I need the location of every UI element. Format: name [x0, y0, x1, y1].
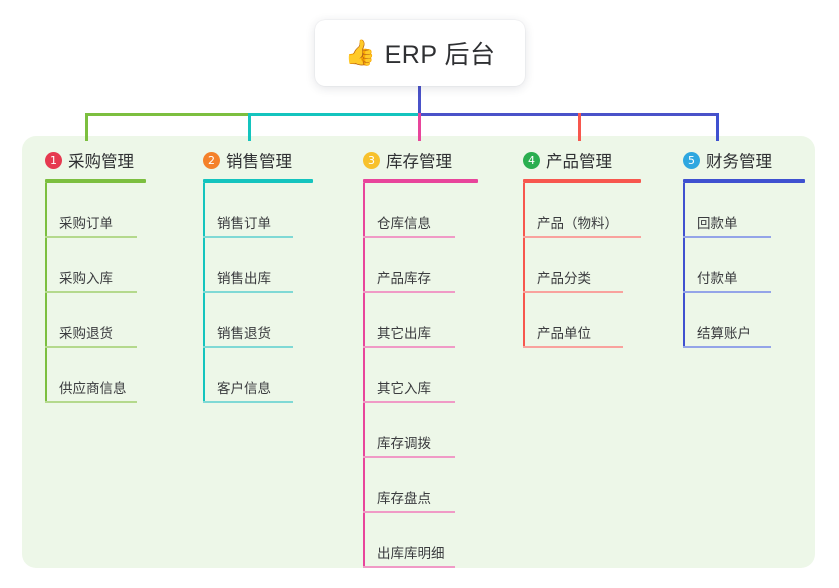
branch-leaf-rule — [683, 291, 771, 293]
branch-leaf-label: 结算账户 — [697, 326, 751, 341]
branch-title-label: 采购管理 — [68, 153, 134, 171]
branch-leaf-rule — [363, 401, 455, 403]
branch-leaf-rule — [363, 346, 455, 348]
branch-drop-line-2 — [248, 113, 251, 141]
branch-number-badge: 3 — [363, 151, 380, 169]
branch-leaf-rule — [45, 401, 137, 403]
branch-header-采购管理[interactable]: 1 采购管理 — [45, 148, 134, 172]
branch-leaf-label: 采购订单 — [59, 216, 113, 231]
branch-leaf-rule — [683, 236, 771, 238]
root-stem-line — [418, 86, 421, 114]
branch-leaf-rule — [203, 346, 293, 348]
branch-leaf-label: 供应商信息 — [59, 381, 127, 396]
branch-drop-line-5 — [716, 113, 719, 141]
bus-segment-teal — [248, 113, 420, 116]
branch-column-5: 5 财务管理回款单付款单结算账户 — [683, 148, 805, 348]
branch-leaf-rule — [683, 346, 771, 348]
branch-leaf-label: 客户信息 — [217, 381, 271, 396]
thumbs-up-icon: 👍 — [344, 38, 376, 67]
branch-leaf-rule — [523, 236, 641, 238]
bus-segment-green — [85, 113, 248, 116]
branch-leaf-rule — [363, 291, 455, 293]
branch-column-2: 2 销售管理销售订单销售出库销售退货客户信息 — [203, 148, 313, 403]
branch-leaf-rule — [45, 236, 137, 238]
branch-header-rule — [683, 179, 805, 183]
branch-leaf-label: 销售出库 — [217, 271, 271, 286]
branch-header-销售管理[interactable]: 2 销售管理 — [203, 148, 292, 172]
branch-leaf-rule — [363, 236, 455, 238]
branch-column-1: 1 采购管理采购订单采购入库采购退货供应商信息 — [45, 148, 146, 403]
branch-header-财务管理[interactable]: 5 财务管理 — [683, 148, 772, 172]
branch-title-label: 库存管理 — [386, 153, 452, 171]
branch-leaf-label: 销售订单 — [217, 216, 271, 231]
branch-leaf-rule — [363, 566, 455, 568]
branch-drop-line-1 — [85, 113, 88, 141]
branch-leaf-label: 回款单 — [697, 216, 738, 231]
branch-leaf-rule — [203, 236, 293, 238]
branch-leaf-label: 出库库明细 — [377, 546, 445, 561]
branch-trunk-line — [45, 183, 47, 403]
branch-leaf-rule — [203, 291, 293, 293]
branch-leaf-label: 产品分类 — [537, 271, 591, 286]
branch-leaf-rule — [203, 401, 293, 403]
diagram-panel — [22, 136, 815, 568]
branch-number-badge: 2 — [203, 151, 220, 169]
branch-trunk-line — [683, 183, 685, 348]
branch-trunk-line — [363, 183, 365, 568]
branch-trunk-line — [523, 183, 525, 348]
branch-leaf-label: 产品（物料） — [537, 216, 618, 231]
branch-trunk-line — [203, 183, 205, 403]
branch-column-3: 3 库存管理仓库信息产品库存其它出库其它入库库存调拨库存盘点出库库明细 — [363, 148, 478, 568]
branch-drop-line-4 — [578, 113, 581, 141]
bus-segment-purple — [420, 113, 716, 116]
root-node-card[interactable]: 👍 ERP 后台 — [315, 20, 525, 86]
branch-header-rule — [363, 179, 478, 183]
branch-header-产品管理[interactable]: 4 产品管理 — [523, 148, 612, 172]
branch-leaf-rule — [363, 456, 455, 458]
branch-leaf-rule — [363, 511, 455, 513]
branch-leaf-label: 其它出库 — [377, 326, 431, 341]
branch-leaf-label: 仓库信息 — [377, 216, 431, 231]
branch-leaf-label: 销售退货 — [217, 326, 271, 341]
branch-leaf-label: 付款单 — [697, 271, 738, 286]
branch-leaf-label: 其它入库 — [377, 381, 431, 396]
branch-number-badge: 1 — [45, 151, 62, 169]
branch-number-badge: 4 — [523, 151, 540, 169]
branch-header-rule — [523, 179, 641, 183]
branch-header-rule — [203, 179, 313, 183]
branch-leaf-rule — [523, 291, 623, 293]
branch-header-库存管理[interactable]: 3 库存管理 — [363, 148, 452, 172]
branch-leaf-label: 库存盘点 — [377, 491, 431, 506]
branch-leaf-rule — [45, 346, 137, 348]
branch-leaf-label: 库存调拨 — [377, 436, 431, 451]
branch-leaf-label: 产品库存 — [377, 271, 431, 286]
branch-leaf-label: 产品单位 — [537, 326, 591, 341]
branch-leaf-rule — [523, 346, 623, 348]
branch-title-label: 产品管理 — [546, 153, 612, 171]
branch-header-rule — [45, 179, 146, 183]
root-node-title: ERP 后台 — [384, 41, 496, 69]
branch-title-label: 财务管理 — [706, 153, 772, 171]
branch-column-4: 4 产品管理产品（物料） 产品分类产品单位 — [523, 148, 641, 348]
branch-number-badge: 5 — [683, 151, 700, 169]
branch-leaf-label: 采购入库 — [59, 271, 113, 286]
branch-title-label: 销售管理 — [226, 153, 292, 171]
branch-drop-line-3 — [418, 113, 421, 141]
branch-leaf-label: 采购退货 — [59, 326, 113, 341]
branch-leaf-rule — [45, 291, 137, 293]
